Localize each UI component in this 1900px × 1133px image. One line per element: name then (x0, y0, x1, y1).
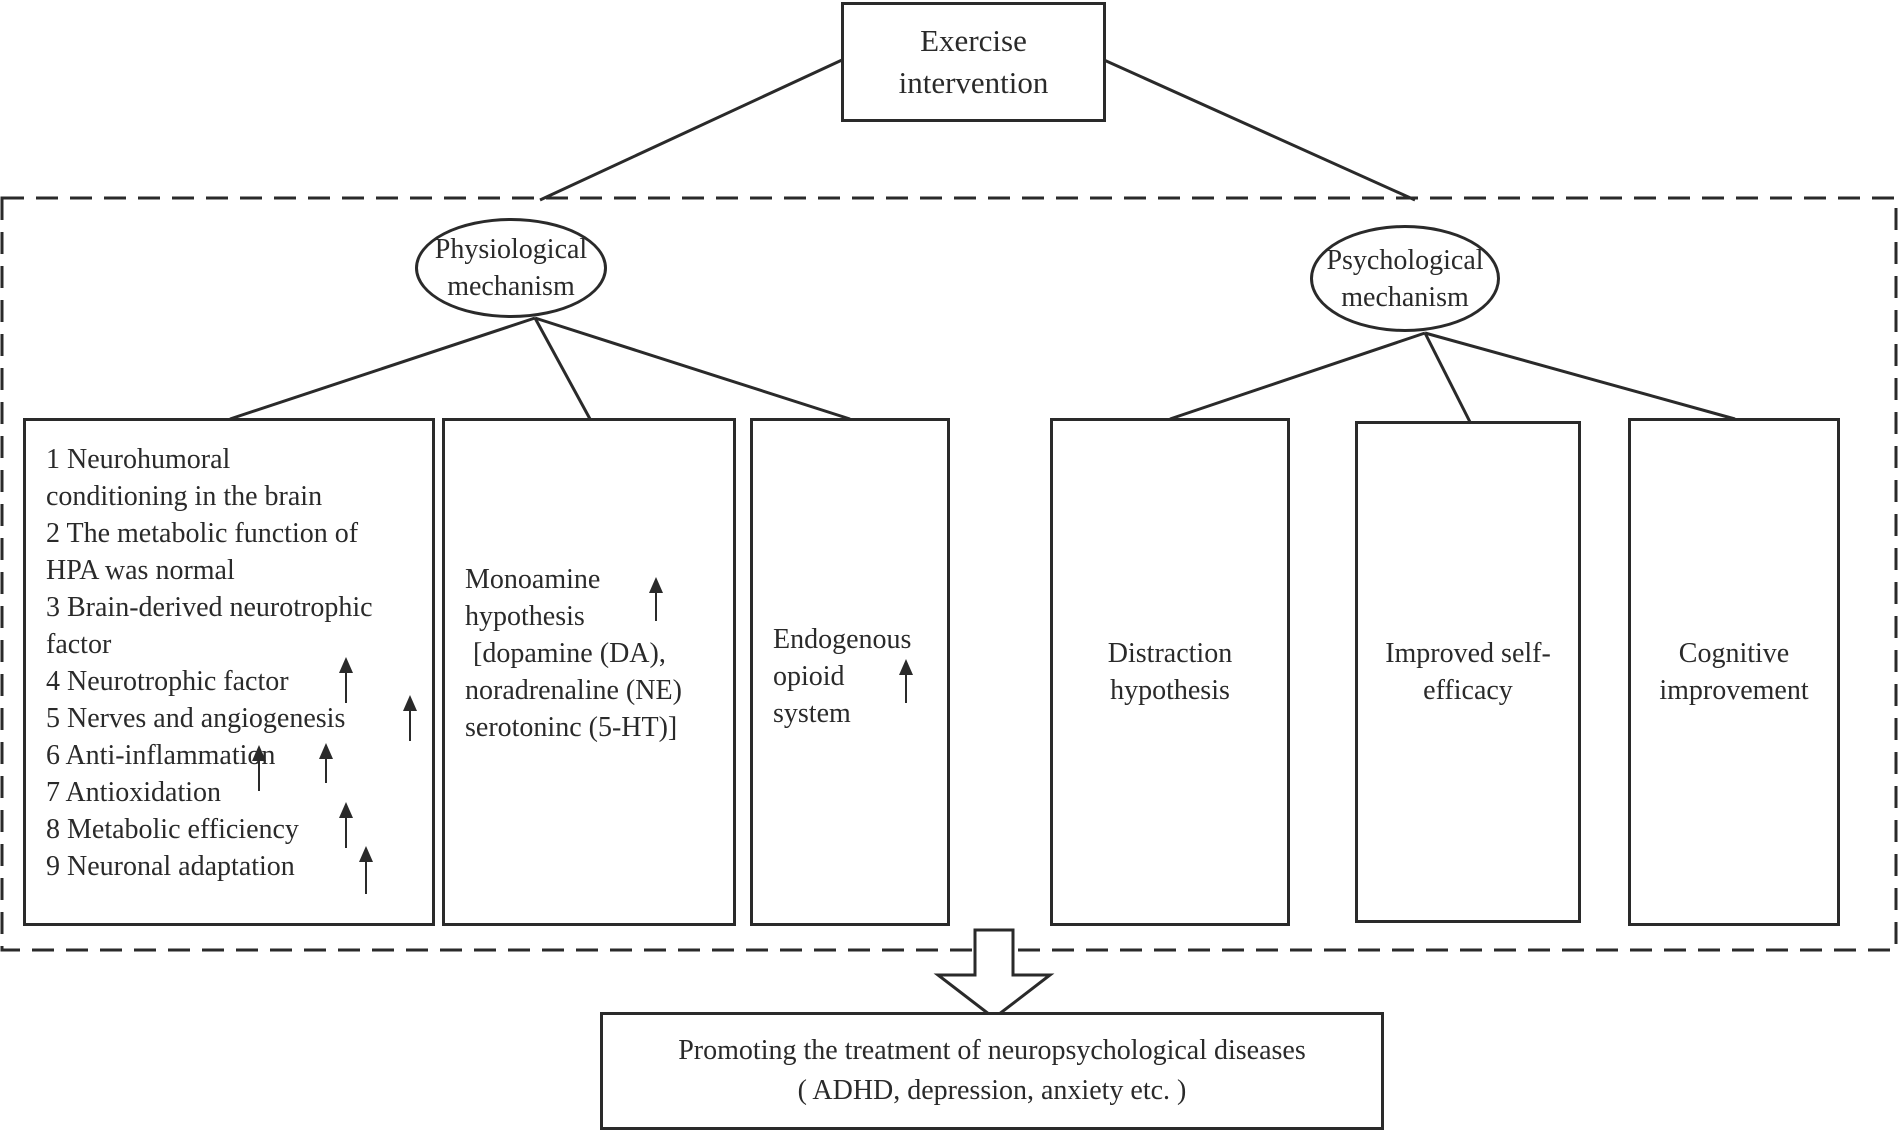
psychological-mechanism-node: Psychological mechanism (1310, 225, 1500, 332)
monoamine-hypothesis-box: Monoamine hypothesis [dopamine (DA), nor… (442, 418, 736, 926)
outcome-line-1: Promoting the treatment of neuropsycholo… (678, 1035, 1306, 1066)
monoamine-line-4: noradrenaline (NE) (465, 675, 682, 706)
factor-line-8: 5 Nerves and angiogenesis (46, 703, 346, 734)
link-physiological-factors (229, 316, 536, 421)
cognitive-line-2: improvement (1659, 675, 1809, 706)
mechanism-group-frame (0, 196, 1898, 952)
opioid-line-2: opioid (773, 661, 845, 692)
monoamine-line-2: hypothesis (465, 601, 585, 632)
link-psychological-cognitive (1424, 331, 1736, 421)
factor-line-7: 4 Neurotrophic factor (46, 666, 289, 697)
link-physiological-opioid (534, 316, 851, 421)
increase-arrow-icon (403, 695, 417, 741)
distraction-line-1: Distraction (1107, 638, 1233, 669)
endogenous-opioid-box: Endogenous opioid system (750, 418, 950, 926)
factor-line-9: 6 Anti-inflammation (46, 740, 276, 771)
increase-arrow-icon (319, 743, 333, 783)
factor-line-12: 9 Neuronal adaptation (46, 851, 295, 882)
distraction-line-2: hypothesis (1110, 675, 1230, 706)
psychological-line-2: mechanism (1341, 281, 1469, 313)
physiological-line-2: mechanism (447, 271, 575, 302)
increase-arrow-icon (649, 577, 663, 621)
link-root-physiological (539, 58, 843, 202)
opioid-line-3: system (773, 698, 851, 729)
factor-line-2: conditioning in the brain (46, 481, 323, 512)
factor-line-3: 2 The metabolic function of (46, 518, 359, 549)
cognitive-line-1: Cognitive (1678, 638, 1790, 669)
link-psychological-self-efficacy (1423, 332, 1472, 423)
root-line-2: intervention (898, 65, 1049, 100)
increase-arrow-icon (899, 659, 913, 703)
factor-line-5: 3 Brain-derived neurotrophic (46, 592, 373, 623)
exercise-intervention-box: Exercise intervention (841, 2, 1106, 122)
factor-line-4: HPA was normal (46, 555, 235, 586)
factor-line-11: 8 Metabolic efficiency (46, 814, 299, 845)
self-efficacy-line-1: Improved self- (1385, 638, 1551, 669)
root-line-1: Exercise (920, 23, 1027, 58)
outcome-line-2: ( ADHD, depression, anxiety etc. ) (797, 1075, 1187, 1106)
monoamine-line-3: [dopamine (DA), (473, 638, 666, 669)
cognitive-improvement-box: Cognitive improvement (1628, 418, 1840, 926)
monoamine-line-1: Monoamine (465, 564, 601, 595)
link-root-psychological (1103, 58, 1416, 202)
distraction-hypothesis-box: Distraction hypothesis (1050, 418, 1290, 926)
psychological-line-1: Psychological (1326, 244, 1484, 276)
physiological-mechanism-node: Physiological mechanism (415, 218, 607, 318)
monoamine-line-5: serotoninc (5-HT)] (465, 712, 678, 743)
physiological-line-1: Physiological (434, 234, 588, 265)
factor-line-1: 1 Neurohumoral (46, 444, 231, 475)
physiological-factors-box: 1 Neurohumoral conditioning in the brain… (23, 418, 435, 926)
increase-arrow-icon (252, 745, 266, 791)
increase-arrow-icon (339, 657, 353, 703)
link-psychological-distraction (1169, 331, 1426, 421)
down-arrow-icon (933, 928, 1055, 1020)
self-efficacy-box: Improved self- efficacy (1355, 421, 1581, 923)
treatment-outcome-box: Promoting the treatment of neuropsycholo… (600, 1012, 1384, 1130)
opioid-line-1: Endogenous (773, 624, 912, 655)
self-efficacy-line-2: efficacy (1423, 675, 1513, 706)
increase-arrow-icon (339, 802, 353, 848)
factor-line-6: factor (46, 629, 112, 660)
increase-arrow-icon (359, 846, 373, 894)
link-physiological-monoamine (533, 317, 592, 420)
factor-line-10: 7 Antioxidation (46, 777, 221, 808)
